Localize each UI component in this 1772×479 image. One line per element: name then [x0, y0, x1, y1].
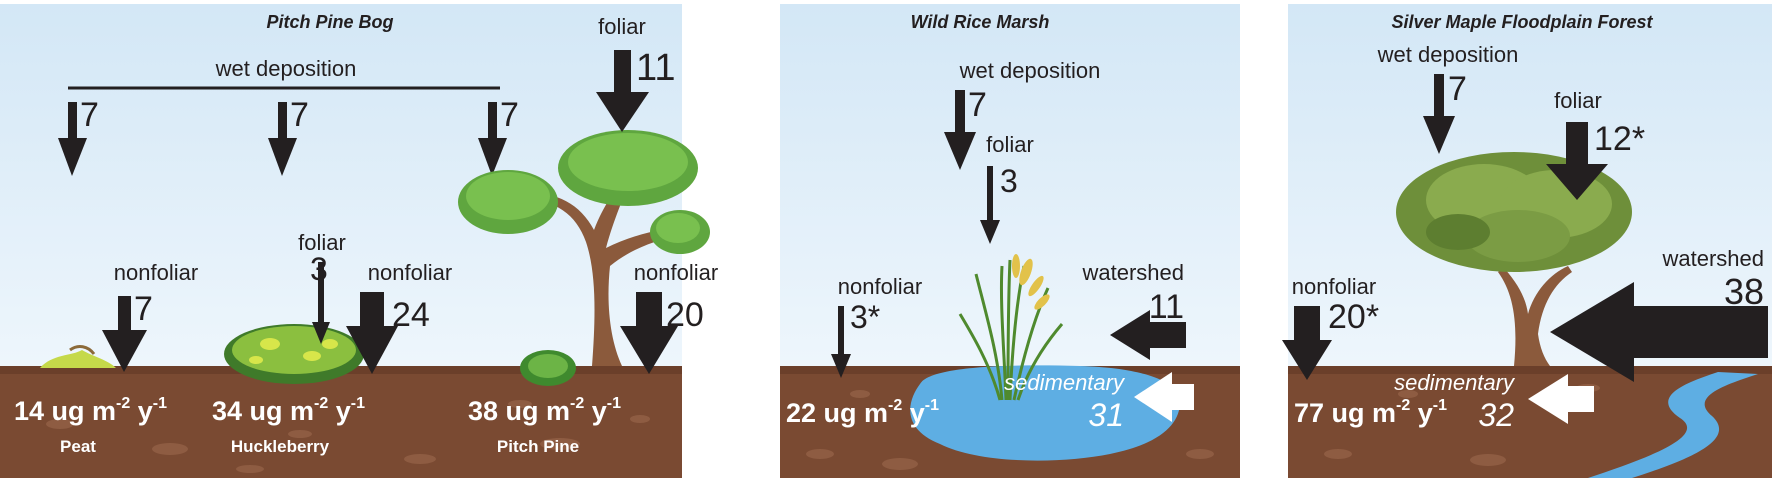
- foliar-value: 3: [1000, 163, 1018, 199]
- sedimentary-label: sedimentary: [1394, 370, 1516, 395]
- wet-deposition-label: wet deposition: [215, 56, 357, 81]
- peat-moss: [40, 345, 116, 368]
- nonfoliar-shrub-value: 24: [392, 296, 430, 334]
- foliar-arrow-tree: [596, 50, 649, 132]
- wet-deposition-label: wet deposition: [959, 58, 1101, 83]
- panel-silver-maple-forest: Silver Maple Floodplain Forest wet depos…: [1282, 4, 1772, 478]
- foliar-label: foliar: [1554, 88, 1602, 113]
- foliar-tree-label: foliar: [598, 14, 646, 39]
- wet-arrow-peat: [58, 102, 87, 176]
- soil-top: [1288, 366, 1772, 374]
- total-pitch-pine-name: Pitch Pine: [497, 437, 579, 456]
- total: 77 ug m-2 y-1: [1294, 397, 1447, 428]
- panel-pitch-pine-bog: Pitch Pine Bog wet deposition 7 7 7: [0, 4, 718, 478]
- wet-value-peat: 7: [80, 96, 99, 134]
- total-huckleberry-name: Huckleberry: [231, 437, 330, 456]
- sedimentary-arrow: [1528, 374, 1594, 424]
- foliar-arrow: [980, 166, 1000, 244]
- watershed-value: 38: [1724, 271, 1764, 312]
- huckleberry-shrub: [224, 324, 364, 384]
- foliar-shrub-value: 3: [310, 251, 328, 287]
- foliar-arrow-shrub: [312, 262, 330, 344]
- wild-rice-plant: [958, 259, 1064, 401]
- soil: [0, 366, 682, 478]
- nonfoliar-value: 20*: [1328, 298, 1379, 336]
- total-peat: 14 ug m-2 y-1: [14, 395, 167, 426]
- total-pitch-pine: 38 ug m-2 y-1: [468, 395, 621, 426]
- foliar-value: 12*: [1594, 120, 1645, 158]
- nonfoliar-peat-label: nonfoliar: [114, 260, 198, 285]
- foliar-label: foliar: [986, 132, 1034, 157]
- total-peat-name: Peat: [60, 437, 96, 456]
- nonfoliar-tree-value: 20: [666, 296, 704, 334]
- watershed-arrow: [1110, 310, 1186, 360]
- marsh-pond: [910, 365, 1180, 461]
- wet-deposition-label: wet deposition: [1377, 42, 1519, 67]
- total-huckleberry: 34 ug m-2 y-1: [212, 395, 365, 426]
- wet-arrow: [944, 90, 976, 170]
- nonfoliar-arrow-tree: [620, 292, 678, 374]
- wet-value: 7: [968, 86, 987, 124]
- soil-pebbles: [46, 400, 650, 473]
- wet-arrow-huckleberry: [268, 102, 297, 176]
- sedimentary-label: sedimentary: [1004, 370, 1126, 395]
- pitch-pine-tree: [458, 130, 710, 366]
- nonfoliar-label: nonfoliar: [1292, 274, 1376, 299]
- nonfoliar-shrub-label: nonfoliar: [368, 260, 452, 285]
- foliar-tree-value: 11: [636, 47, 675, 89]
- wild-rice-seeds: [1012, 254, 1050, 310]
- nonfoliar-arrow: [1282, 306, 1332, 380]
- nonfoliar-peat-value: 7: [134, 290, 153, 328]
- wet-arrow-pitch-pine: [478, 102, 507, 176]
- wet-value: 7: [1448, 70, 1467, 108]
- panel-title: Silver Maple Floodplain Forest: [1391, 12, 1653, 32]
- nonfoliar-tree-label: nonfoliar: [634, 260, 718, 285]
- watershed-value: 11: [1149, 288, 1184, 326]
- panel-title: Pitch Pine Bog: [266, 12, 393, 32]
- sedimentary-value: 32: [1478, 397, 1514, 433]
- wet-value-huckleberry: 7: [290, 96, 309, 134]
- nonfoliar-arrow: [831, 306, 851, 378]
- foliar-arrow: [1546, 122, 1608, 200]
- river: [1588, 372, 1758, 478]
- wet-arrow: [1423, 74, 1455, 154]
- nonfoliar-value: 3*: [850, 299, 880, 335]
- wet-value-pitch-pine: 7: [500, 96, 519, 134]
- panel-wild-rice-marsh-canvas: Wild Rice Marsh wet deposition 7 foliar …: [780, 4, 1240, 478]
- total: 22 ug m-2 y-1: [786, 397, 939, 428]
- sedimentary-arrow: [1134, 372, 1194, 422]
- panel-title: Wild Rice Marsh: [911, 12, 1050, 32]
- watershed-arrow: [1550, 282, 1768, 382]
- watershed-label: watershed: [1081, 260, 1184, 285]
- watershed-label: watershed: [1661, 246, 1764, 271]
- sedimentary-value: 31: [1088, 397, 1124, 433]
- foliar-shrub-label: foliar: [298, 230, 346, 255]
- panel-silver-maple-forest-canvas: Silver Maple Floodplain Forest wet depos…: [1282, 4, 1772, 478]
- small-shrub: [520, 350, 576, 386]
- nonfoliar-arrow-peat: [102, 296, 147, 372]
- panel-wild-rice-marsh: Wild Rice Marsh wet deposition 7 foliar …: [780, 4, 1240, 478]
- nonfoliar-label: nonfoliar: [838, 274, 922, 299]
- soil-pebbles: [806, 390, 1214, 470]
- nonfoliar-arrow-shrub: [346, 292, 398, 374]
- panel-pitch-pine-bog-canvas: Pitch Pine Bog wet deposition 7 7 7: [0, 4, 718, 478]
